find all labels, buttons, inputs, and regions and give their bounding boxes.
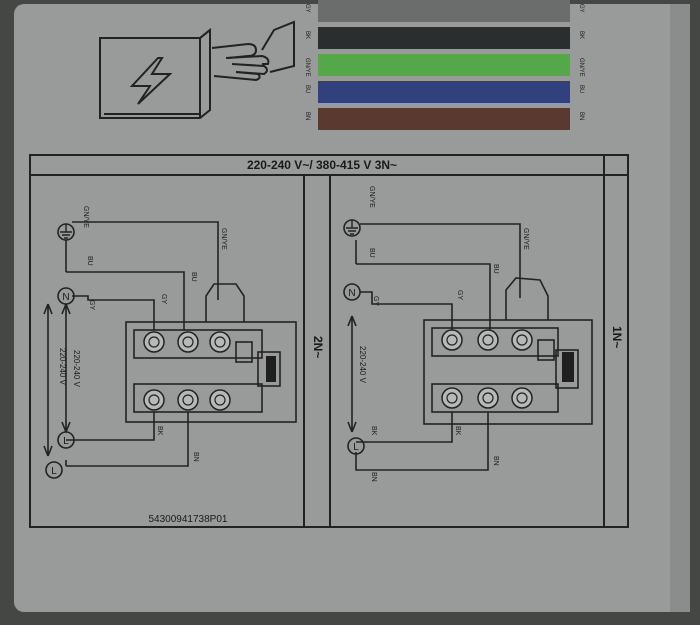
right-gy-label-2: GY xyxy=(456,290,463,300)
left-screw-0-2 xyxy=(209,331,231,353)
legend-swatch-gn-ye xyxy=(318,54,570,76)
earth-icon xyxy=(57,223,75,241)
left-gray-wire-label: GY xyxy=(88,300,95,310)
bridge-link-right xyxy=(505,277,549,320)
right-earth-node-label: GN/YE xyxy=(368,186,375,208)
live-terminal-right: L xyxy=(347,437,365,455)
legend-code-right: GN/YE xyxy=(578,58,584,77)
right-screw-0-0 xyxy=(441,329,463,351)
terminal-block-left xyxy=(125,321,297,423)
right-gray-wire-label: GY xyxy=(372,296,379,306)
legend-code-left: BK xyxy=(304,31,310,39)
right-black-wire-label: BK xyxy=(454,426,461,436)
right-bk-label-1: BK xyxy=(370,426,377,436)
svg-text:N: N xyxy=(62,292,69,303)
left-brown-wire-label: BN xyxy=(192,452,199,462)
svg-text:L: L xyxy=(63,436,69,447)
left-black-wire-label: BK xyxy=(156,426,163,436)
legend-code-left: BU xyxy=(304,85,310,93)
svg-text:L: L xyxy=(51,466,57,477)
legend-swatch-gy xyxy=(318,0,570,22)
svg-text:L: L xyxy=(353,442,359,453)
left-bu-label-2: BU xyxy=(190,272,197,282)
l1-terminal-left: L xyxy=(57,431,75,449)
legend-code-right: BU xyxy=(578,85,584,93)
right-screw-1-0 xyxy=(441,387,463,409)
right-bn-label-1: BN xyxy=(370,472,377,482)
right-screw-1-1 xyxy=(477,387,499,409)
mode-label-2n: 2N~ xyxy=(311,336,325,358)
legend-code-right: BN xyxy=(578,112,584,120)
part-number: 54300941738P01 xyxy=(149,514,228,525)
mode-label-1n: 1N~ xyxy=(610,326,624,348)
left-screw-0-0 xyxy=(143,331,165,353)
right-screw-0-2 xyxy=(511,329,533,351)
right-screw-1-2 xyxy=(511,387,533,409)
svg-text:N: N xyxy=(348,288,355,299)
left-voltage-2: 220-240 V xyxy=(72,350,81,388)
legend-code-right: GY xyxy=(578,4,584,13)
left-panel: N L L GN/YE GN/YE BU BU GY GY BK BN 220-… xyxy=(43,206,297,525)
right-neutral-wire-label: BU xyxy=(368,248,375,258)
right-earth-wire-label: GN/YE xyxy=(522,228,529,250)
legend-swatch-bu xyxy=(318,81,570,103)
right-panel: N L GN/YE GN/YE BU BU GY GY BK BK BN BN … xyxy=(343,186,593,482)
wire-color-legend: GY GY BK BK GN/YE GN/YE BU BU BN BN xyxy=(304,0,584,130)
diagram-frame xyxy=(29,154,629,528)
left-screw-1-2 xyxy=(209,389,231,411)
legend-swatch-bk xyxy=(318,27,570,49)
right-brown-wire-label: BN xyxy=(492,456,499,466)
left-screw-1-1 xyxy=(177,389,199,411)
left-earth-node-label: GN/YE xyxy=(82,206,89,228)
bridge-link-left xyxy=(205,283,245,322)
right-bu-label-2: BU xyxy=(492,264,499,274)
legend-code-left: BN xyxy=(304,112,310,120)
legend-swatch-bn xyxy=(318,108,570,130)
legend-code-right: BK xyxy=(578,31,584,39)
legend-code-left: GY xyxy=(304,4,310,13)
l2-terminal-left: L xyxy=(45,461,63,479)
left-screw-0-1 xyxy=(177,331,199,353)
left-screw-1-0 xyxy=(143,389,165,411)
left-gy-label-2: GY xyxy=(160,294,167,304)
left-earth-wire-label: GN/YE xyxy=(220,228,227,250)
left-voltage-1: 220-240 V xyxy=(58,348,67,386)
legend-code-left: GN/YE xyxy=(304,58,310,77)
hand-pointing-icon xyxy=(211,20,295,82)
voltage-title: 220-240 V~/ 380-415 V 3N~ xyxy=(247,158,397,172)
lightning-icon xyxy=(129,57,173,105)
neutral-terminal-left: N xyxy=(57,287,75,305)
neutral-terminal-right: N xyxy=(343,283,361,301)
earth-icon xyxy=(343,219,361,237)
electric-panel-icon xyxy=(99,27,211,119)
right-voltage: 220-240 V xyxy=(358,346,367,384)
left-neutral-wire-label: BU xyxy=(86,256,93,266)
terminal-block-right xyxy=(423,319,593,425)
right-screw-0-1 xyxy=(477,329,499,351)
